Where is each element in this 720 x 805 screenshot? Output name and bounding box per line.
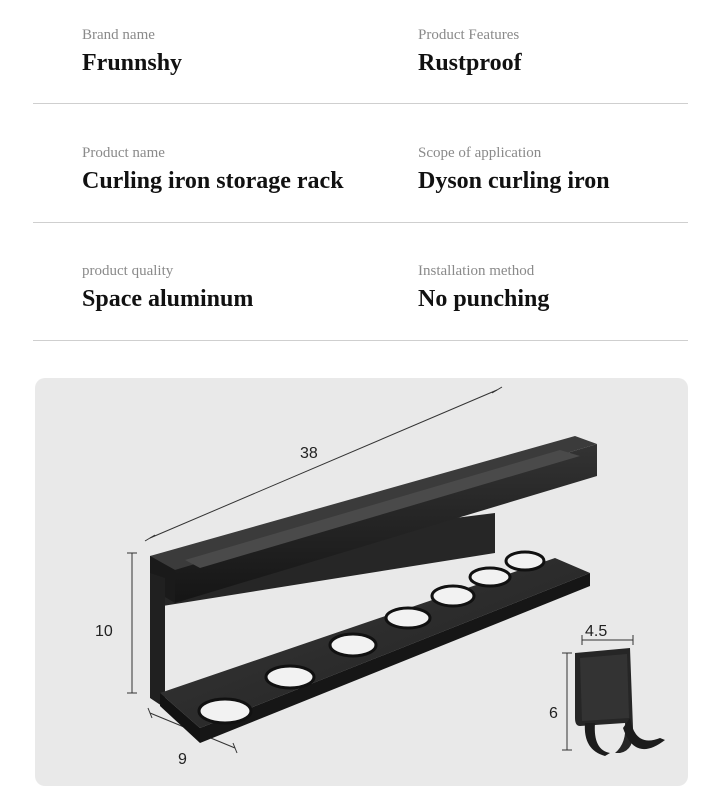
spec-scope: Scope of application Dyson curling iron (418, 144, 610, 196)
product-diagram-panel: 38 10 9 4.5 6 (35, 378, 688, 786)
iron-holes (197, 550, 546, 725)
rack-illustration (150, 436, 597, 743)
spec-label: Product Features (418, 27, 520, 43)
spec-row-2: Product name Curling iron storage rack S… (33, 104, 688, 223)
spec-label: product quality (82, 263, 174, 279)
spec-value: Rustproof (418, 50, 522, 76)
spec-label: Scope of application (418, 145, 542, 161)
spec-product-name: Product name Curling iron storage rack (82, 144, 344, 196)
dimension-lines (127, 386, 634, 754)
spec-label: Brand name (82, 27, 155, 43)
spec-label: Installation method (418, 263, 535, 279)
spec-row-1: Brand name Frunnshy Product Features Rus… (33, 0, 688, 104)
hook-illustration (575, 648, 665, 756)
spec-value: Dyson curling iron (418, 168, 610, 194)
dimension-height-label: 10 (95, 623, 113, 640)
spec-value: No punching (418, 286, 550, 312)
dimension-hook-height-label: 6 (549, 705, 558, 722)
dimension-length-label: 38 (300, 445, 318, 462)
spec-value: Space aluminum (82, 286, 254, 312)
spec-features: Product Features Rustproof (418, 26, 522, 78)
spec-quality: product quality Space aluminum (82, 262, 253, 314)
spec-value: Frunnshy (82, 50, 183, 76)
spec-value: Curling iron storage rack (82, 168, 344, 194)
spec-installation: Installation method No punching (418, 262, 549, 314)
dimension-hook-width-label: 4.5 (585, 623, 607, 640)
spec-row-3: product quality Space aluminum Installat… (33, 223, 688, 341)
spec-brand: Brand name Frunnshy (82, 26, 182, 78)
product-diagram: 38 10 9 4.5 6 (95, 386, 665, 768)
spec-label: Product name (82, 145, 165, 161)
dimension-depth-label: 9 (178, 751, 187, 768)
